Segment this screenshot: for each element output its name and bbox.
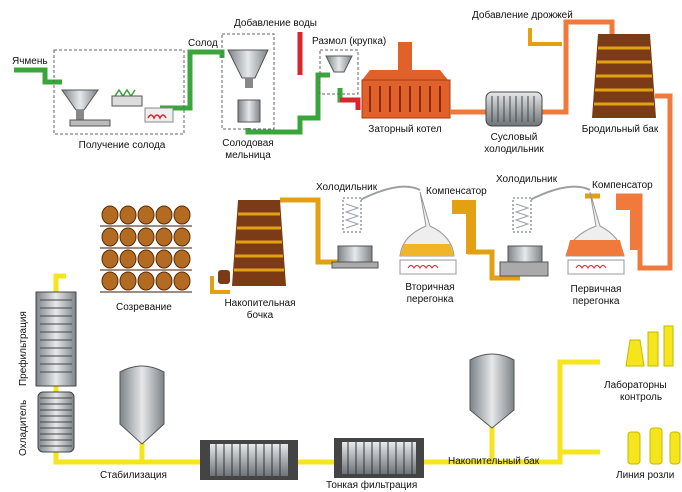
- label-lab-1: Лабораторны: [604, 380, 667, 391]
- compensator-a: [452, 200, 476, 254]
- condenser-b: [499, 197, 549, 277]
- maturation-barrels: [100, 205, 192, 293]
- mill-station-box: [221, 33, 275, 130]
- label-prefilter: Префильтрация: [18, 311, 29, 386]
- fine-filter-2: [334, 438, 424, 478]
- compensator-b: [616, 196, 640, 250]
- label-wort-1: Сусловый: [490, 132, 538, 143]
- label-cooler-a: Холодильник: [316, 182, 378, 193]
- mash-tun: [361, 42, 451, 119]
- label-chiller: Охладитель: [18, 399, 29, 456]
- secondary-still: [399, 191, 457, 275]
- label-maturation: Созревание: [116, 302, 172, 313]
- yeast-pipe: [528, 28, 562, 46]
- fine-filter-1: [200, 440, 298, 480]
- malting-station-box: [53, 49, 185, 135]
- label-sec-1: Вторичная: [405, 282, 455, 293]
- storage-cask: [218, 200, 286, 286]
- condenser-a: [331, 197, 379, 269]
- label-cask-2: бочка: [246, 310, 274, 321]
- label-bottling: Линия розли: [616, 470, 675, 481]
- label-comp-b: Компенсатор: [592, 180, 653, 191]
- label-malt: Солод: [188, 38, 218, 49]
- label-fine-filter: Тонкая фильтрация: [326, 480, 418, 491]
- malting-hopper: [61, 89, 99, 120]
- bottling-bottles: [627, 427, 681, 465]
- label-cask-1: Накопительная: [224, 298, 296, 309]
- label-yeast: Добавление дрожжей: [472, 10, 573, 21]
- lab-bottles: [625, 325, 674, 367]
- label-storage-tank: Накопительный бак: [448, 456, 540, 467]
- label-ferment: Бродильный бак: [581, 124, 659, 135]
- fermentation-vat: [592, 34, 656, 118]
- storage-tank: [469, 353, 515, 429]
- label-mash: Заторный котел: [368, 124, 442, 135]
- label-pri-1: Первичная: [570, 284, 622, 295]
- steam-lines: [359, 185, 591, 201]
- malting-germination-bed: [69, 88, 174, 127]
- label-barley: Ячмень: [12, 56, 48, 67]
- primary-still: [565, 191, 625, 275]
- label-mill-1: Солодовая: [222, 138, 274, 149]
- label-mill-2: мельница: [225, 150, 271, 161]
- malt-mill: [227, 49, 269, 123]
- grinder-box: [319, 49, 359, 95]
- stabilization-tank: [119, 365, 165, 445]
- label-wort-2: холодильник: [484, 144, 544, 155]
- cask-feed-pipe: [210, 276, 230, 294]
- grinder-hopper: [325, 55, 353, 73]
- prefilter-unit: [35, 291, 77, 387]
- label-malt-prep: Получение солода: [78, 140, 166, 151]
- label-lab-2: контроль: [620, 392, 663, 403]
- label-stabilization: Стабилизация: [100, 470, 167, 481]
- chiller-unit: [37, 391, 75, 453]
- label-grind: Размол (крупка): [312, 36, 387, 47]
- label-water: Добавление воды: [234, 18, 317, 29]
- wort-chiller: [485, 91, 543, 127]
- label-comp-a: Компенсатор: [426, 186, 487, 197]
- label-pri-2: перегонка: [572, 296, 620, 307]
- label-sec-2: перегонка: [406, 294, 454, 305]
- red-water-pipe: [297, 32, 361, 110]
- label-cooler-b: Холодильник: [496, 174, 558, 185]
